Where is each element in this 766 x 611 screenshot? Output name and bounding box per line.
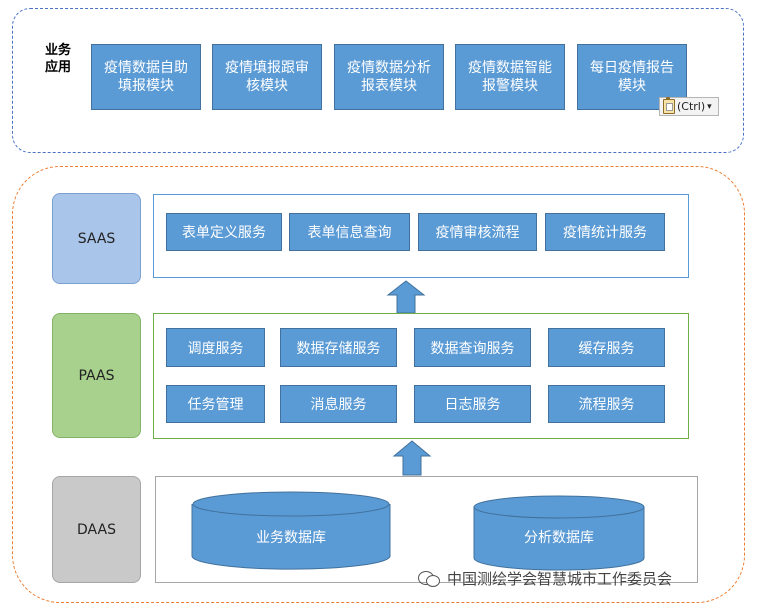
watermark-text: 中国测绘学会智慧城市工作委员会 (447, 569, 673, 588)
service-statistics[interactable]: 疫情统计服务 (545, 213, 665, 251)
business-database-label: 业务数据库 (256, 530, 326, 546)
paste-options-label: (Ctrl) (677, 100, 706, 113)
arrow-up-icon (386, 280, 426, 314)
analysis-database[interactable]: 分析数据库 (472, 494, 647, 574)
service-review-workflow[interactable]: 疫情审核流程 (418, 213, 537, 251)
business-application-label: 业务应用 (44, 43, 71, 75)
platform-frame (12, 166, 745, 603)
service-form-definition[interactable]: 表单定义服务 (166, 213, 282, 251)
paas-layer-label: PAAS (52, 313, 141, 438)
business-application-frame (12, 8, 744, 153)
chevron-down-icon: ▾ (707, 101, 712, 112)
daas-layer-label: DAAS (52, 476, 141, 583)
arrow-up-icon (392, 440, 432, 476)
service-task-management[interactable]: 任务管理 (166, 385, 265, 423)
saas-layer-label: SAAS (52, 193, 141, 284)
module-report-review[interactable]: 疫情填报跟审核模块 (212, 44, 322, 110)
watermark: 中国测绘学会智慧城市工作委员会 (418, 566, 748, 590)
clipboard-icon (663, 97, 675, 114)
paste-options-button[interactable]: (Ctrl) ▾ (659, 97, 719, 116)
service-data-query[interactable]: 数据查询服务 (414, 328, 531, 367)
wechat-icon (418, 569, 442, 587)
service-logging[interactable]: 日志服务 (414, 385, 531, 423)
module-analysis-report[interactable]: 疫情数据分析报表模块 (334, 44, 444, 110)
service-messaging[interactable]: 消息服务 (280, 385, 397, 423)
service-cache[interactable]: 缓存服务 (548, 328, 665, 367)
analysis-database-label: 分析数据库 (524, 530, 594, 546)
business-database[interactable]: 业务数据库 (190, 490, 392, 572)
service-scheduling[interactable]: 调度服务 (166, 328, 265, 367)
module-smart-alert[interactable]: 疫情数据智能报警模块 (455, 44, 565, 110)
service-form-query[interactable]: 表单信息查询 (289, 213, 410, 251)
service-data-storage[interactable]: 数据存储服务 (280, 328, 397, 367)
service-workflow[interactable]: 流程服务 (548, 385, 665, 423)
module-self-reporting[interactable]: 疫情数据自助填报模块 (91, 44, 201, 110)
